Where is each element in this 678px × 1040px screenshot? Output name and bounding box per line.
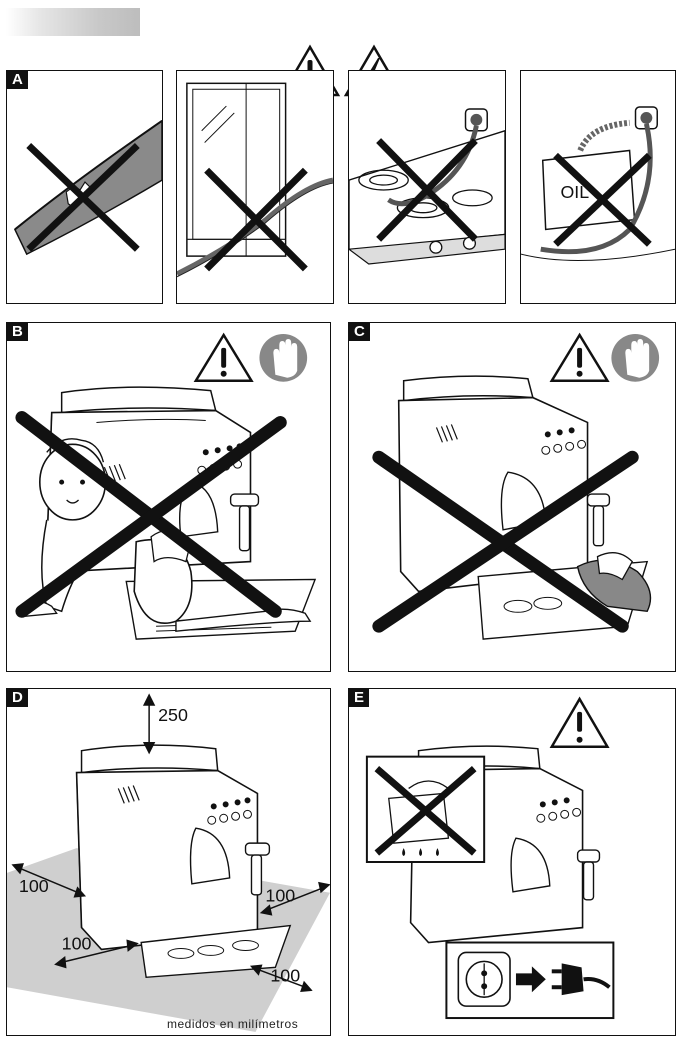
prohibited-cross-icon	[204, 167, 308, 272]
panel-label-d: D	[7, 689, 28, 707]
prohibited-cross-icon	[376, 138, 478, 242]
prohibited-cross-icon	[553, 152, 652, 247]
dimension-left: 100	[19, 876, 49, 896]
prohibited-cross-icon	[15, 411, 287, 618]
child-safety-illustration	[15, 332, 317, 640]
prohibited-cross-icon	[374, 765, 477, 856]
hot-stove-illustration	[349, 108, 505, 265]
prohibited-cross-icon	[26, 143, 140, 252]
header-gray-bar	[6, 8, 140, 36]
panel-e: E	[348, 688, 676, 1036]
panel-a-1: A	[6, 70, 163, 304]
panel-d: D 250 100	[6, 688, 331, 1036]
panel-label-b: B	[7, 323, 28, 341]
warning-icon	[549, 696, 610, 748]
warning-icon	[193, 332, 254, 382]
dimension-right: 100	[265, 886, 295, 906]
dimension-front-right: 100	[270, 965, 300, 985]
sharp-edge-illustration	[13, 119, 162, 256]
panel-b: B	[6, 322, 331, 672]
door-cable-illustration	[177, 82, 333, 278]
oil-can-illustration: OIL	[521, 106, 675, 261]
no-touch-hand-icon	[611, 334, 660, 382]
panel-c: C	[348, 322, 676, 672]
panel-label-c: C	[349, 323, 370, 341]
prohibited-cross-icon	[372, 450, 639, 633]
no-touch-hand-icon	[259, 334, 308, 382]
svg-text:OIL: OIL	[560, 182, 589, 202]
panel-label-a: A	[7, 71, 28, 89]
unplug-before-service-illustration	[365, 696, 615, 1020]
warning-icon	[549, 332, 610, 382]
measurement-caption: medidos en milímetros	[167, 1017, 299, 1031]
panel-label-e: E	[349, 689, 370, 707]
installation-clearance-diagram: 250 100 100 100 100	[7, 693, 330, 1032]
panel-a-2	[176, 70, 334, 304]
power-plug-icon	[445, 941, 615, 1020]
panel-a-3	[348, 70, 506, 304]
dimension-front: 100	[62, 933, 92, 953]
no-cleaning-while-on-illustration	[372, 332, 660, 640]
panel-a-4: OIL	[520, 70, 676, 304]
dimension-top: 250	[158, 705, 188, 725]
